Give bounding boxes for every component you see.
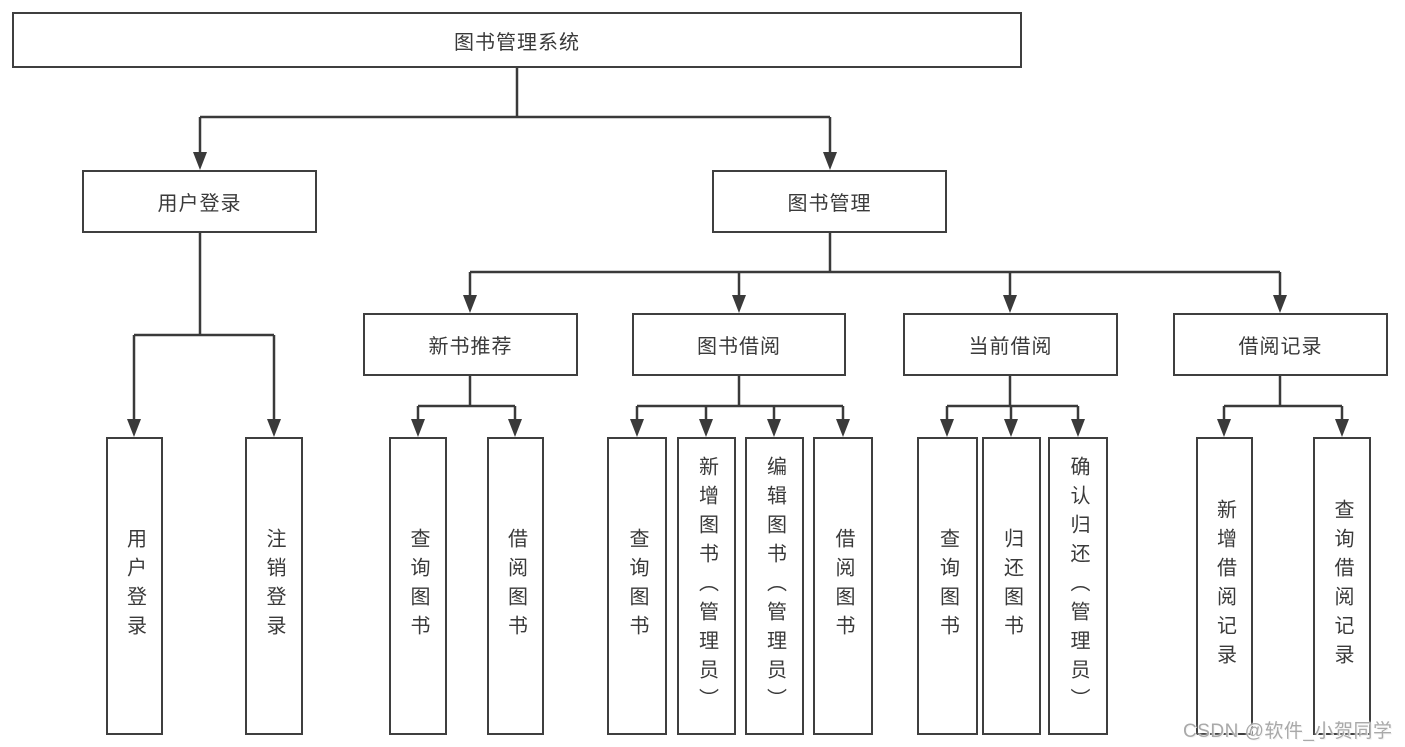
leaf-label: 注销登录 — [263, 528, 285, 644]
leaf-borrow-books-borrowing: 借阅图书 — [813, 437, 873, 735]
node-current-borrowing: 当前借阅 — [903, 313, 1118, 376]
leaf-add-borrow-record: 新增借阅记录 — [1196, 437, 1253, 735]
leaf-query-borrow-record: 查询借阅记录 — [1313, 437, 1371, 735]
leaf-borrow-books-recommend: 借阅图书 — [487, 437, 544, 735]
leaf-label: 确认归还（管理员） — [1067, 455, 1089, 717]
node-new-book-recommend: 新书推荐 — [363, 313, 578, 376]
leaf-label: 归还图书 — [1000, 528, 1023, 644]
leaf-query-books-borrowing: 查询图书 — [607, 437, 667, 735]
node-book-borrowing: 图书借阅 — [632, 313, 846, 376]
leaf-add-book-admin: 新增图书（管理员） — [677, 437, 736, 735]
leaf-return-book: 归还图书 — [982, 437, 1041, 735]
leaf-label: 编辑图书（管理员） — [763, 455, 786, 717]
leaf-edit-book-admin: 编辑图书（管理员） — [745, 437, 804, 735]
leaf-user-login: 用户登录 — [106, 437, 163, 735]
node-user-login: 用户登录 — [82, 170, 317, 233]
leaf-confirm-return-admin: 确认归还（管理员） — [1048, 437, 1108, 735]
leaf-logout: 注销登录 — [245, 437, 303, 735]
leaf-label: 查询图书 — [936, 528, 959, 644]
node-root-system: 图书管理系统 — [12, 12, 1022, 68]
leaf-label: 新增图书（管理员） — [695, 455, 718, 717]
leaf-query-books-current: 查询图书 — [917, 437, 978, 735]
leaf-query-books-recommend: 查询图书 — [389, 437, 447, 735]
leaf-label: 查询图书 — [407, 528, 429, 644]
leaf-label: 借阅图书 — [504, 528, 527, 644]
leaf-label: 借阅图书 — [832, 528, 854, 644]
tree-edges — [132, 68, 1344, 421]
leaf-label: 用户登录 — [123, 528, 146, 644]
leaf-label: 新增借阅记录 — [1213, 499, 1236, 673]
csdn-watermark: CSDN @软件_小贺同学 — [1183, 721, 1393, 742]
leaf-label: 查询借阅记录 — [1331, 499, 1353, 673]
node-book-management: 图书管理 — [712, 170, 947, 233]
leaf-label: 查询图书 — [626, 528, 648, 644]
node-borrowing-records: 借阅记录 — [1173, 313, 1388, 376]
